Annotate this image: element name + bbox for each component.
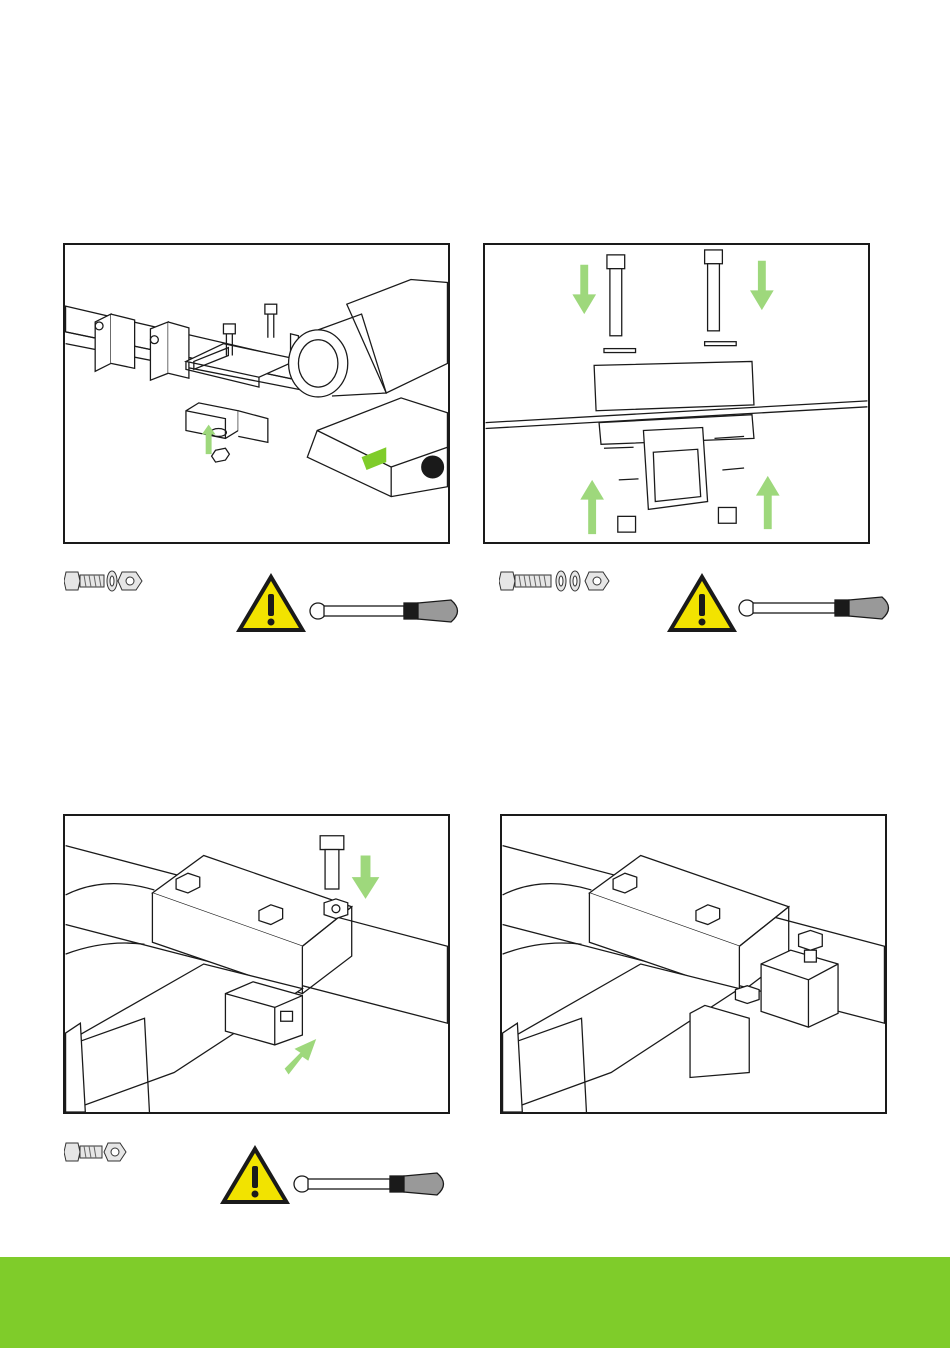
- bolt-icon: [64, 572, 104, 590]
- washer-icon: [556, 571, 566, 591]
- step-1-hardware: [64, 568, 144, 594]
- step-3-drawing: [65, 816, 448, 1112]
- bolt-icon: [499, 572, 551, 590]
- lock-nut-icon: [104, 1143, 126, 1161]
- washer-icon: [570, 571, 580, 591]
- torque-wrench-icon: [310, 600, 458, 622]
- step-3-hardware: [64, 1139, 128, 1165]
- step-4-illustration: [500, 814, 887, 1114]
- lock-nut-icon: [585, 572, 609, 590]
- step-2-illustration: [483, 243, 870, 544]
- step-1-torque-warning: [236, 570, 466, 634]
- step-1-drawing: [65, 245, 448, 542]
- bolt-icon: [64, 1143, 102, 1161]
- footer-band: [0, 1257, 950, 1348]
- lock-nut-icon: [118, 572, 142, 590]
- step-3-torque-warning: [220, 1142, 452, 1206]
- torque-wrench-icon: [294, 1173, 444, 1195]
- step-3-illustration: [63, 814, 450, 1114]
- torque-wrench-icon: [739, 597, 889, 619]
- warning-triangle-icon: [236, 573, 306, 632]
- warning-triangle-icon: [220, 1145, 290, 1204]
- step-2-hardware: [499, 568, 619, 594]
- step-2-drawing: [485, 245, 868, 542]
- step-4-drawing: [502, 816, 885, 1112]
- washer-icon: [107, 571, 117, 591]
- warning-triangle-icon: [667, 573, 737, 632]
- step-2-torque-warning: [667, 570, 899, 634]
- step-1-illustration: [63, 243, 450, 544]
